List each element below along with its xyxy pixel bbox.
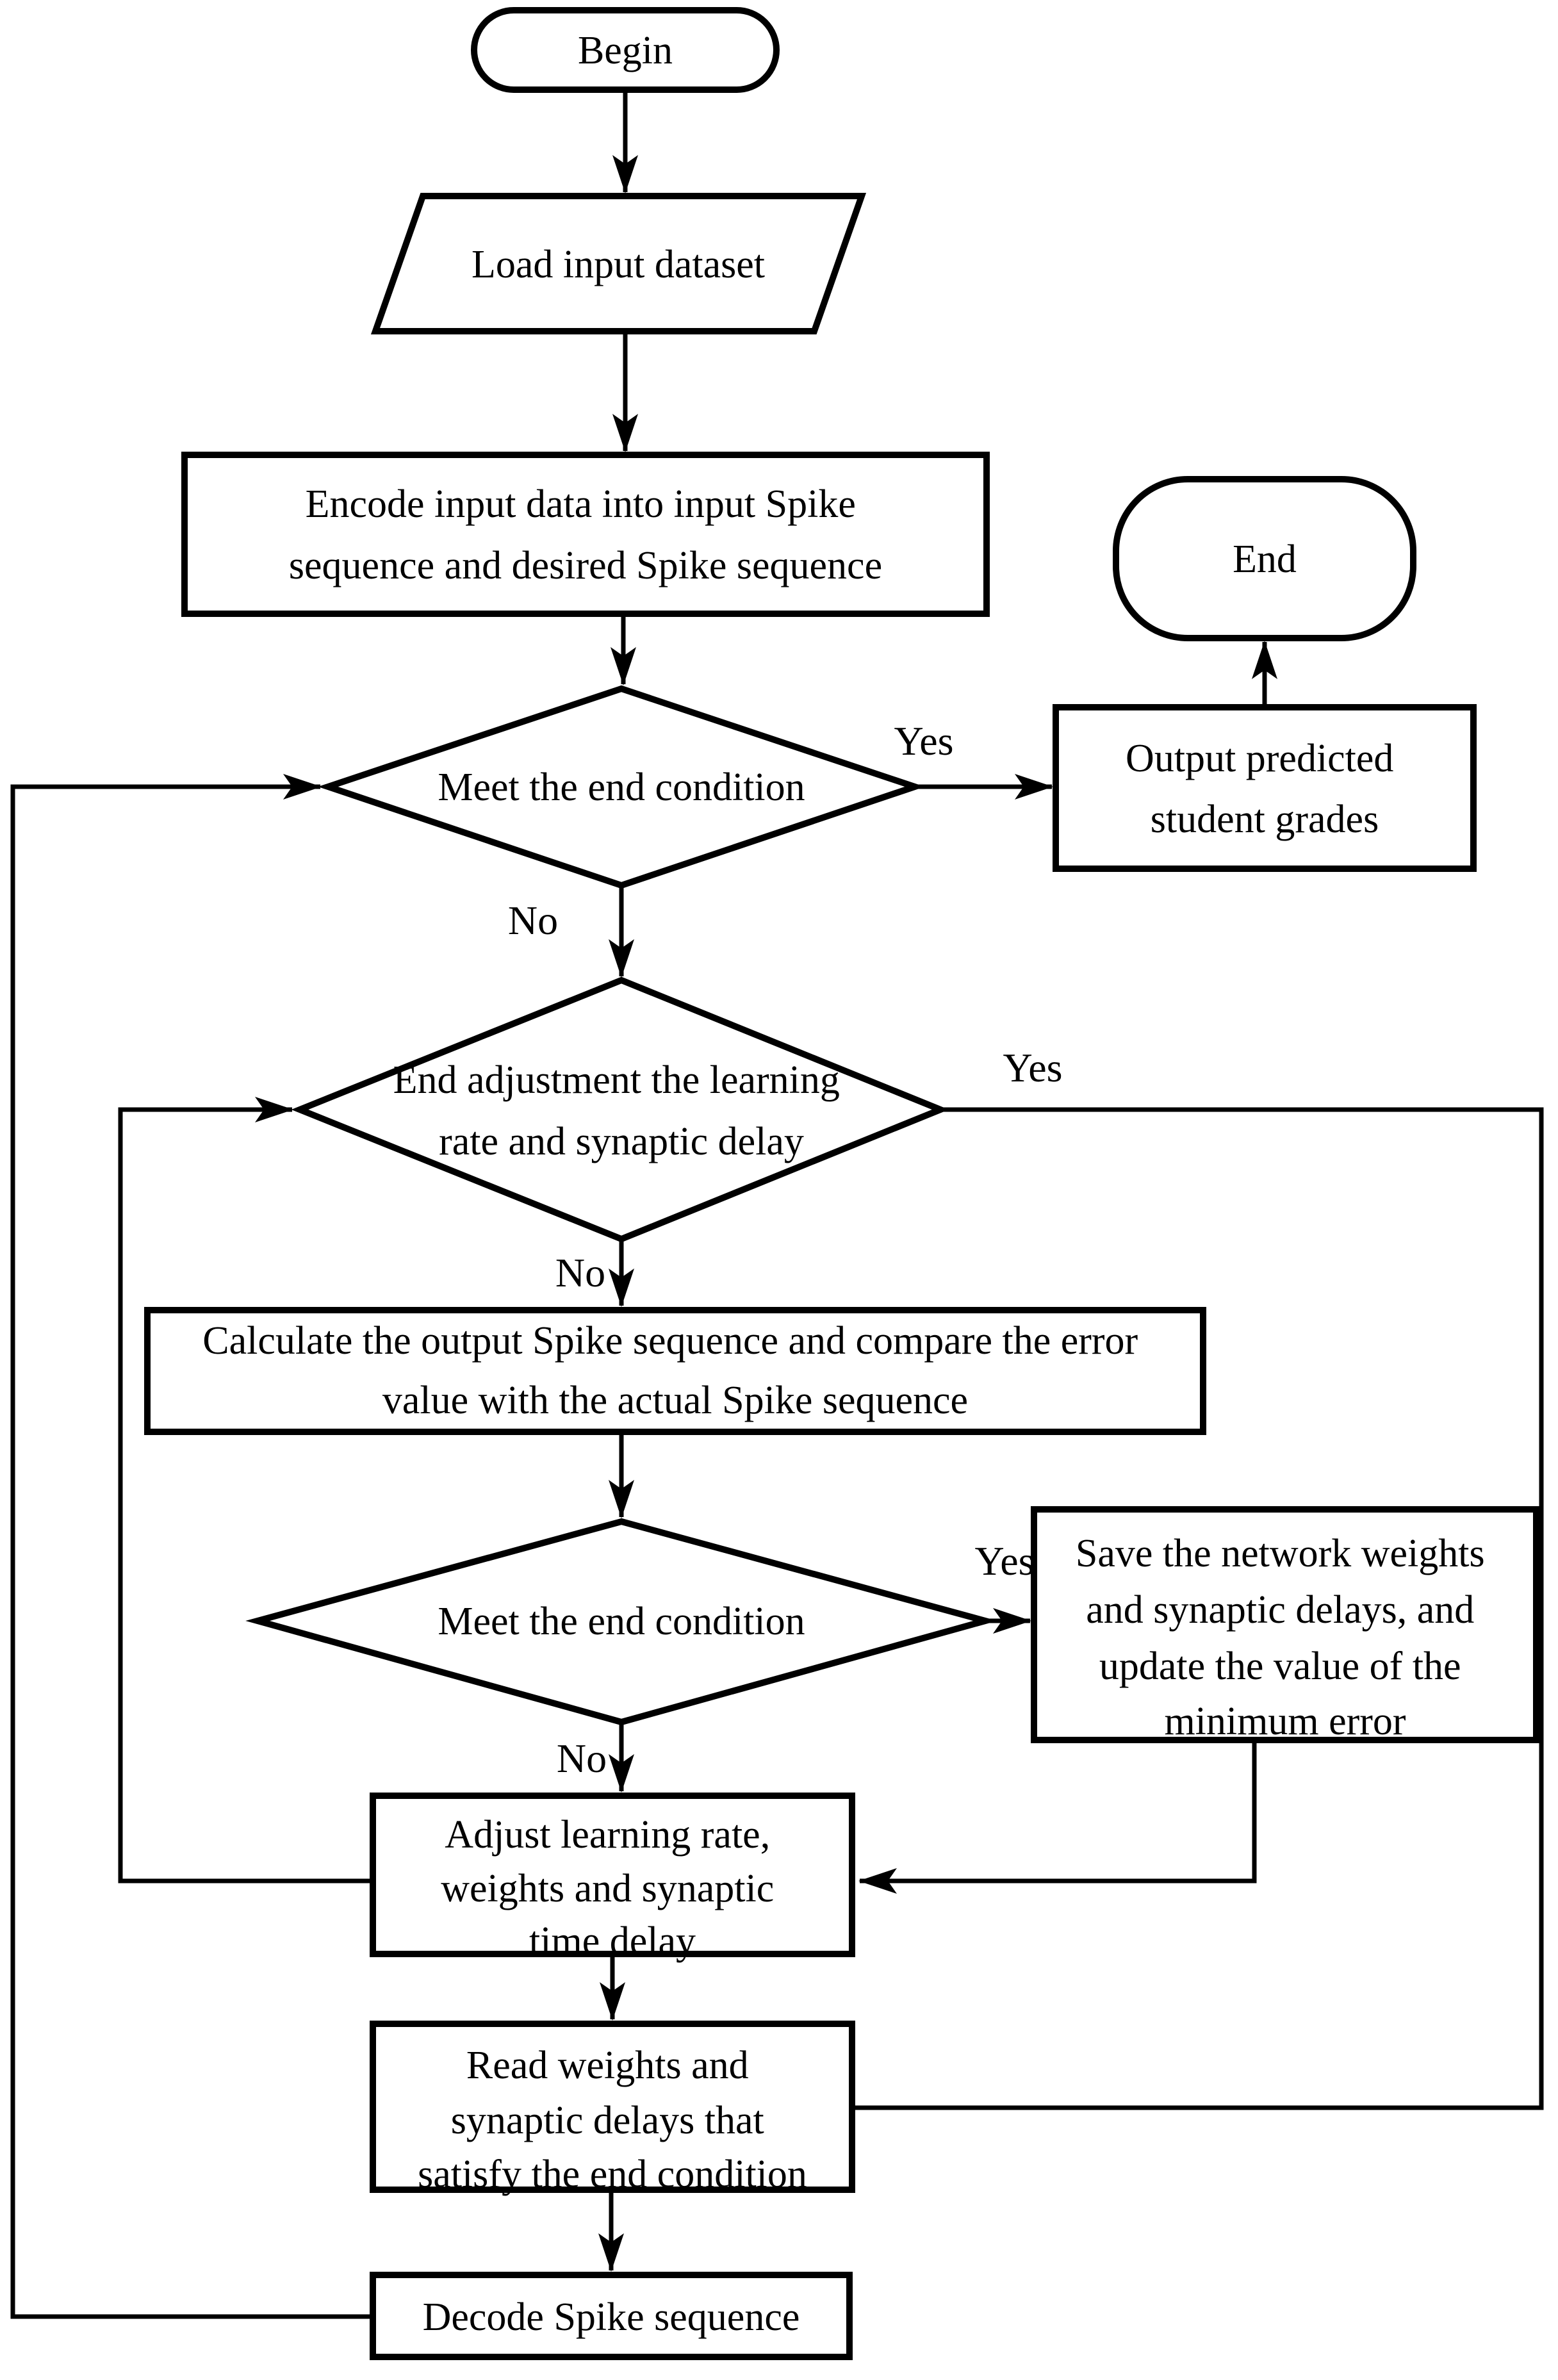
decode-shape [370,2272,853,2360]
edge-decode-loop-to-decision1 [10,774,373,2319]
node-load: Load input dataset [370,193,867,334]
save-label: Save the network weights and synaptic de… [1076,1532,1495,1743]
node-calculate: Calculate the output Spike sequence and … [144,1307,1206,1435]
node-end: End [1113,476,1416,641]
output-shape [1053,704,1477,872]
end-label: End [1233,538,1297,581]
node-decision3: Meet the end condition [245,1518,997,1726]
begin-label: Begin [578,29,673,72]
read-label: Read weights and synaptic delays that sa… [418,2044,807,2196]
calculate-label: Calculate the output Spike sequence and … [202,1319,1147,1422]
decision3-shape [245,1518,997,1726]
end-shape [1113,476,1416,641]
edge-decision2-yes-to-read [855,1107,1544,2110]
adjust-shape [370,1793,855,1957]
node-encode: Encode input data into input Spike seque… [181,452,990,617]
save-shape [1031,1506,1539,1743]
decode-label: Decode Spike sequence [423,2295,800,2339]
edge-save-to-adjust [858,1740,1257,1894]
encode-shape [181,452,990,617]
decision1-no-label: No [508,898,558,943]
adjust-label: Adjust learning rate, weights and synapt… [441,1813,784,1963]
load-label: Load input dataset [472,243,765,286]
decision2-label: End adjustment the learning rate and syn… [393,1058,850,1163]
edges [10,90,1544,2319]
decision3-label: Meet the end condition [438,1600,805,1643]
calculate-shape [144,1307,1206,1435]
decision1-yes-label: Yes [894,718,953,764]
decision2-yes-label: Yes [1003,1045,1062,1090]
decision1-shape [318,685,925,889]
decision2-shape [291,976,949,1243]
node-read: Read weights and synaptic delays that sa… [370,2021,855,2196]
decision1-label: Meet the end condition [438,766,805,809]
decision3-no-label: No [557,1736,607,1781]
node-adjust: Adjust learning rate, weights and synapt… [370,1793,855,1963]
encode-label: Encode input data into input Spike seque… [289,482,882,587]
begin-shape [471,7,780,93]
branch-labels: Yes No Yes No Yes No [508,718,1063,1781]
node-begin: Begin [471,7,780,93]
node-decision2: End adjustment the learning rate and syn… [291,976,949,1243]
output-label: Output predicted student grades [1126,737,1404,841]
load-shape [370,193,867,334]
decision3-yes-label: Yes [974,1538,1034,1584]
node-output: Output predicted student grades [1053,704,1477,872]
node-decode: Decode Spike sequence [370,2272,853,2360]
node-save: Save the network weights and synaptic de… [1031,1506,1539,1743]
read-shape [370,2021,855,2193]
node-decision1: Meet the end condition [318,685,925,889]
edge-adjust-loop-to-decision2 [118,1097,373,1883]
decision2-no-label: No [555,1250,605,1295]
